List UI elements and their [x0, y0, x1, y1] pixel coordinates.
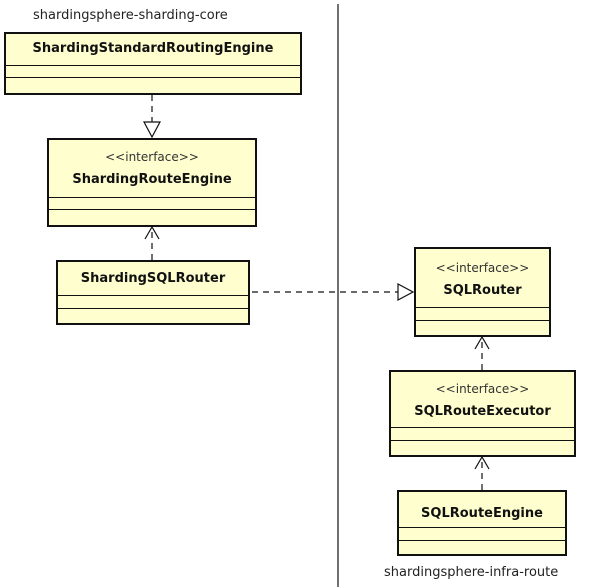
stereotype-label: <<interface>> — [435, 261, 530, 275]
class-name: SQLRouter — [443, 283, 522, 298]
hollow-triangle-arrowhead — [143, 121, 161, 139]
class-name: ShardingRouteEngine — [72, 172, 232, 187]
interface-sql-route-executor[interactable]: <<interface>> SQLRouteExecutor — [389, 370, 576, 457]
methods-compartment — [416, 320, 549, 334]
attributes-compartment — [399, 527, 565, 540]
class-name: ShardingStandardRoutingEngine — [32, 41, 274, 56]
stereotype-label: <<interface>> — [435, 382, 530, 396]
methods-compartment — [58, 308, 248, 322]
methods-compartment — [6, 77, 300, 91]
class-name: SQLRouteExecutor — [414, 404, 551, 419]
methods-compartment — [49, 209, 255, 223]
attributes-compartment — [58, 295, 248, 308]
open-arrowhead — [474, 455, 490, 470]
class-sql-route-engine[interactable]: SQLRouteEngine — [397, 490, 567, 556]
class-sharding-sql-router[interactable]: ShardingSQLRouter — [56, 260, 250, 325]
stereotype-label: <<interface>> — [105, 150, 199, 164]
class-sharding-standard-routing-engine[interactable]: ShardingStandardRoutingEngine — [4, 32, 302, 95]
attributes-compartment — [6, 65, 300, 77]
attributes-compartment — [416, 307, 549, 320]
package-label-right: shardingsphere-infra-route — [384, 565, 559, 580]
methods-compartment — [391, 440, 574, 453]
class-name: SQLRouteEngine — [421, 506, 543, 521]
open-arrowhead — [474, 335, 490, 350]
interface-sql-router[interactable]: <<interface>> SQLRouter — [414, 247, 551, 337]
attributes-compartment — [391, 427, 574, 440]
attributes-compartment — [49, 197, 255, 209]
package-label-left: shardingsphere-sharding-core — [33, 8, 228, 23]
methods-compartment — [399, 540, 565, 553]
open-arrowhead — [144, 225, 160, 240]
class-name: ShardingSQLRouter — [80, 271, 226, 286]
interface-sharding-route-engine[interactable]: <<interface>> ShardingRouteEngine — [47, 138, 257, 227]
hollow-triangle-arrowhead — [397, 283, 415, 301]
